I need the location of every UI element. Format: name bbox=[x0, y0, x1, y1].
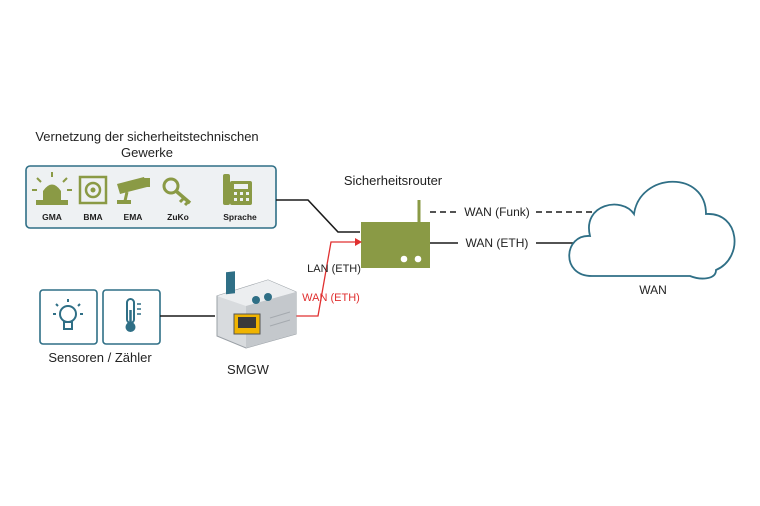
sensors-label: Sensoren / Zähler bbox=[48, 350, 152, 365]
key-icon bbox=[162, 177, 192, 207]
wan-eth-label: WAN (ETH) bbox=[466, 236, 529, 250]
alarm-beacon-icon bbox=[32, 172, 72, 205]
router-device bbox=[361, 200, 430, 268]
arrow-head-icon bbox=[355, 238, 362, 246]
link-gewerke-router bbox=[276, 199, 360, 233]
cloud-label: WAN bbox=[639, 283, 667, 297]
security-camera-icon bbox=[117, 177, 150, 204]
gewerke-panel bbox=[25, 165, 277, 229]
phone-icon bbox=[223, 174, 252, 205]
wan-funk-label: WAN (Funk) bbox=[464, 205, 530, 219]
smgw-wan-eth-label: WAN (ETH) bbox=[302, 292, 360, 304]
wan-cloud-icon bbox=[568, 180, 736, 280]
gewerke-title-line1: Vernetzung der sicherheitstechnischen bbox=[35, 129, 258, 144]
thermometer-icon bbox=[125, 298, 141, 332]
gewerk-label-bma: BMA bbox=[83, 212, 102, 222]
smgw-device-icon bbox=[216, 271, 297, 349]
gewerk-label-zuko: ZuKo bbox=[167, 212, 189, 222]
gewerk-label-ema: EMA bbox=[124, 212, 143, 222]
lan-eth-label: LAN (ETH) bbox=[307, 263, 361, 275]
link-smgw-router bbox=[296, 241, 360, 317]
router-label: Sicherheitsrouter bbox=[344, 173, 443, 188]
fire-detector-icon bbox=[78, 175, 108, 205]
gewerk-label-gma: GMA bbox=[42, 212, 62, 222]
gewerke-title-line2: Gewerke bbox=[121, 145, 173, 160]
gewerk-label-sprache: Sprache bbox=[223, 212, 257, 222]
light-bulb-icon bbox=[53, 299, 83, 330]
sensor-panel-light bbox=[39, 289, 98, 345]
smgw-label: SMGW bbox=[227, 362, 270, 377]
